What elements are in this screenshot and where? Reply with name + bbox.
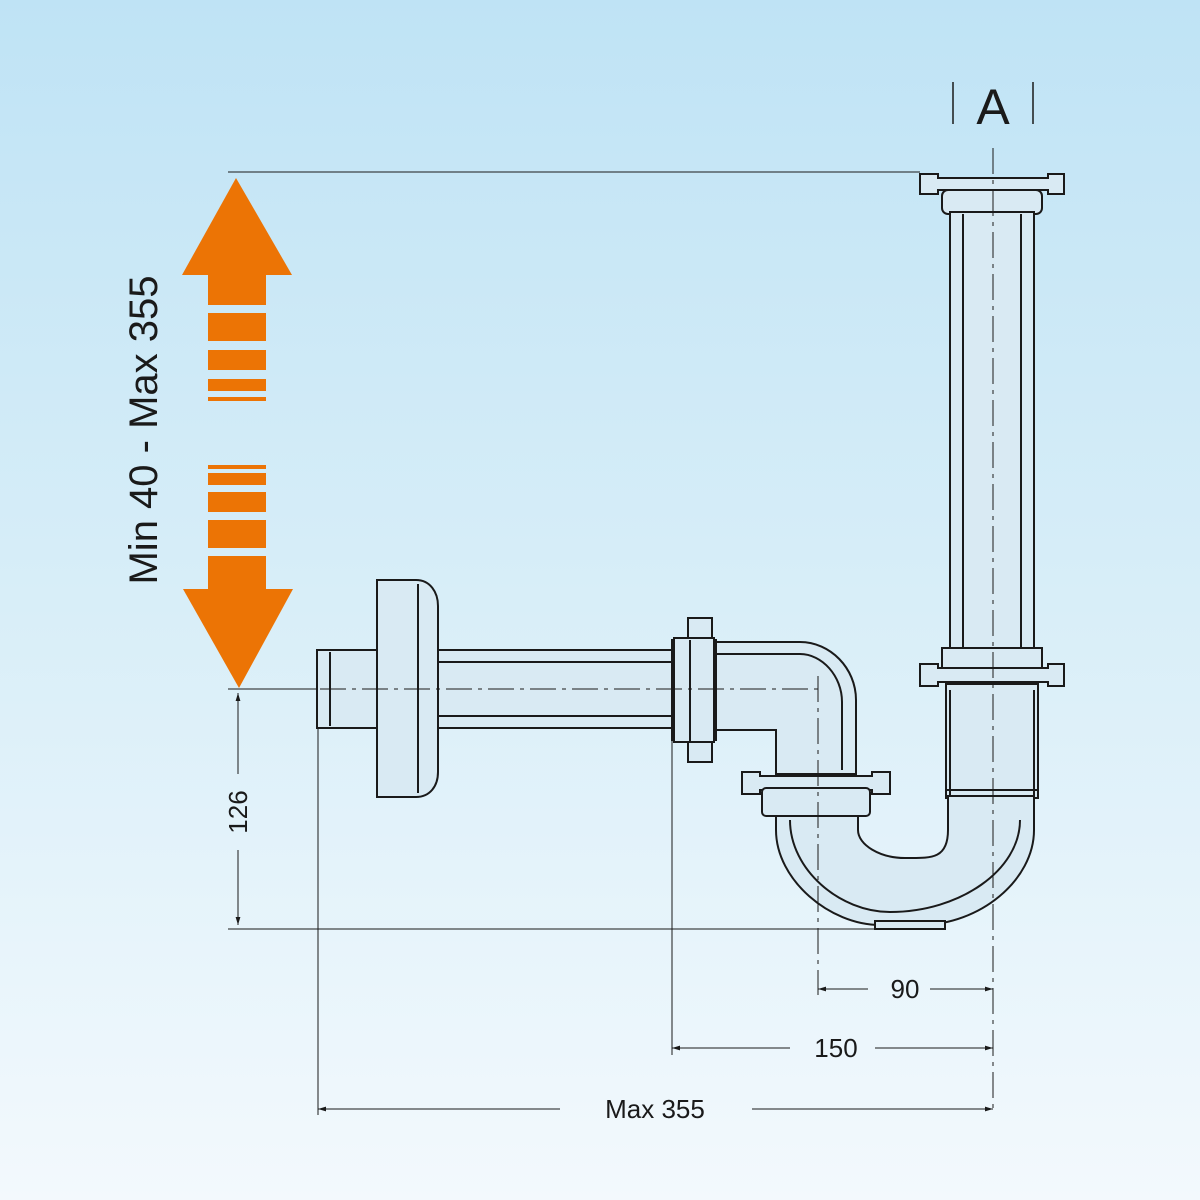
arrow-down-band-1: [208, 520, 266, 548]
arrow-up-band-2: [208, 350, 266, 370]
dim-90-label: 90: [891, 974, 920, 1004]
arrow-down-band-2: [208, 492, 266, 512]
arrow-up-band-3: [208, 379, 266, 391]
arrow-up-shaft: [208, 275, 266, 305]
arrow-up-band-1: [208, 313, 266, 341]
section-marker-label: A: [976, 79, 1010, 135]
arrow-down-head: [183, 589, 293, 688]
arrow-down-band-3: [208, 473, 266, 485]
height-range-label: Min 40 - Max 355: [122, 275, 166, 584]
arrow-down-shaft: [208, 556, 266, 590]
vertical-tailpipe: [919, 173, 1065, 799]
dim-150-label: 150: [814, 1033, 857, 1063]
horizontal-outlet-pipe: [429, 617, 717, 763]
dim-126-label: 126: [223, 790, 253, 833]
arrow-down-band-4: [208, 465, 266, 469]
dim-max355-label: Max 355: [605, 1094, 705, 1124]
trap-u-bend: [775, 795, 1035, 930]
height-adjust-arrow: [182, 178, 293, 688]
arrow-up-head: [182, 178, 292, 275]
elbow: [711, 641, 857, 775]
arrow-up-band-4: [208, 397, 266, 401]
